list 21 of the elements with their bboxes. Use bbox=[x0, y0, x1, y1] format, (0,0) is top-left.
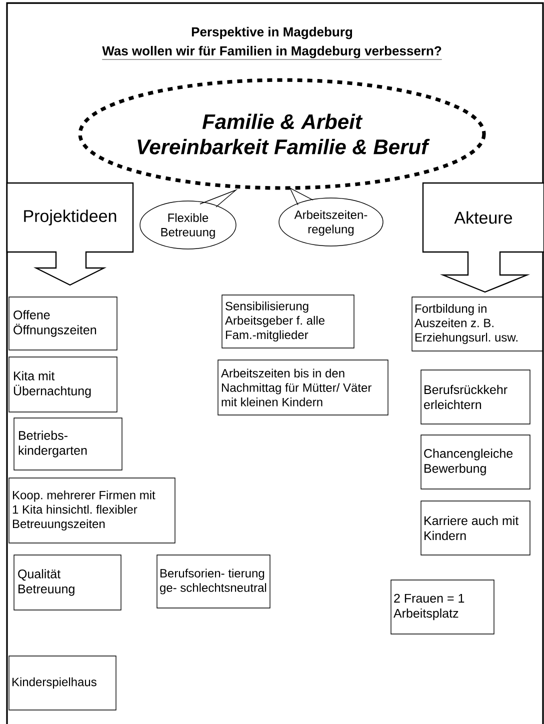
idea-box: Qualität Betreuung bbox=[14, 554, 122, 610]
idea-box: Offene Öffnungszeiten bbox=[8, 296, 118, 350]
idea-box: Chancengleiche Bewerbung bbox=[420, 434, 530, 490]
speech-bubble: Arbeitszeiten- regelung bbox=[278, 187, 384, 246]
speech-bubble: Flexible Betreuung bbox=[140, 188, 238, 250]
subtitle: Was wollen wir für Familien in Magdeburg verbessern? bbox=[102, 46, 442, 60]
idea-box: Berufsorien- tierung ge- schlechtsneutral bbox=[156, 554, 270, 608]
node-label: Akteure bbox=[454, 211, 512, 224]
idea-box: Koop. mehrerer Firmen mit 1 Kita hinsichtl. flexibler Betreuungszeiten bbox=[8, 478, 176, 544]
arrow-box: Projektideen bbox=[6, 182, 134, 286]
idea-box: Karriere auch mit Kindern bbox=[420, 500, 530, 556]
idea-box: Arbeitszeiten bis in den Nachmittag für Mütter/ Väter mit kleinen Kindern bbox=[218, 360, 388, 416]
idea-box: Kinderspielhaus bbox=[8, 656, 116, 710]
idea-box: Sensibilisierung Arbeitsgeber f. alle Fam.-mitglieder bbox=[222, 294, 354, 348]
idea-box: Fortbildung in Auszeiten z. B. Erziehungsurl. usw. bbox=[412, 296, 544, 352]
idea-box: 2 Frauen = 1 Arbeitsplatz bbox=[390, 580, 494, 634]
idea-box: Berufsrückkehr erleichtern bbox=[420, 370, 530, 424]
title: Perspektive in Magdeburg bbox=[192, 26, 352, 40]
idea-box: Betriebs- kindergarten bbox=[14, 418, 122, 470]
idea-box: Kita mit Übernachtung bbox=[8, 356, 118, 412]
arrow-box: Akteure bbox=[422, 182, 544, 293]
